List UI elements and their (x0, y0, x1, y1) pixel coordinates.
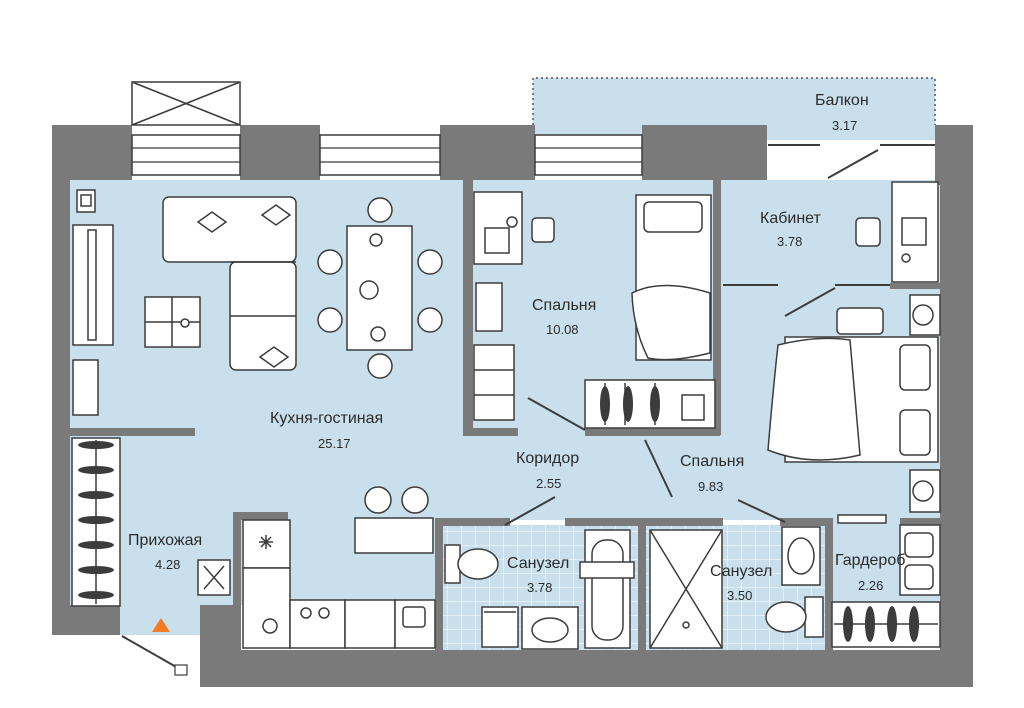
bedroom2-name: Спальня (680, 453, 745, 470)
outer-wall-bottom (210, 650, 973, 687)
wall-bath2-top (780, 518, 830, 526)
kitchen-icon (242, 519, 436, 649)
bedroom1-name: Спальня (532, 297, 597, 314)
radiator-icon (197, 559, 231, 596)
balcony-doors (723, 144, 935, 317)
office-name: Кабинет (760, 210, 821, 227)
wall-bedroom-office (713, 180, 721, 435)
bath2-name: Санузел (710, 563, 773, 580)
sink2-icon (781, 526, 821, 586)
sofa-icon (162, 196, 297, 371)
balcony-name: Балкон (815, 92, 869, 109)
window-bath-niche (837, 514, 887, 524)
tv-unit-icon (72, 189, 114, 416)
wall-bath1-top-a (435, 518, 510, 526)
entry-arrow-icon (152, 618, 170, 632)
wall-kitchen-left (233, 512, 241, 652)
wall-bedroom-bottom (463, 428, 518, 436)
office-desk-icon (855, 181, 939, 283)
entry-jamb (200, 605, 235, 687)
wall-living-bedroom (463, 180, 473, 435)
chair-icon (317, 197, 443, 514)
walls (52, 125, 973, 687)
corridor-name: Коридор (516, 450, 580, 467)
wall-bath2-right (825, 518, 833, 653)
balcony-area: 3.17 (832, 118, 858, 133)
bed2-icon (767, 294, 941, 513)
toilet-icon (444, 544, 499, 584)
wall-office-bottom-r (890, 283, 942, 289)
coffee-table-icon (144, 296, 201, 348)
bath1-name: Санузел (507, 555, 570, 572)
wall-kitchen-top (233, 512, 288, 520)
wall-bath-divider (638, 518, 646, 653)
outer-wall-right (940, 125, 973, 687)
outer-wall-top-3 (440, 125, 535, 180)
door-stub (174, 664, 188, 676)
wall-hall-top (70, 428, 195, 436)
wardrobe-name: Гардероб (835, 552, 906, 569)
outer-wall-left (52, 125, 70, 635)
sink-icon (521, 606, 579, 650)
outer-wall-top-4 (642, 125, 767, 180)
outer-wall-top-1 (52, 125, 132, 180)
bar-counter-icon (354, 517, 434, 554)
wall-closet-bottom (585, 428, 720, 436)
desk-icon (473, 191, 555, 332)
washing-machine-icon (481, 606, 519, 648)
vent-shaft (131, 81, 241, 126)
wall-wardrobe-top (900, 518, 942, 526)
window-bedroom1 (534, 134, 643, 176)
bath1-area: 3.78 (527, 580, 553, 595)
dining-table-icon (346, 225, 413, 351)
wardrobe-area: 2.26 (858, 578, 884, 593)
window-living-2 (319, 134, 441, 176)
toilet2-icon (765, 596, 824, 638)
windows (131, 134, 887, 524)
corridor-area: 2.55 (536, 476, 562, 491)
hanger-icon (78, 386, 919, 642)
bedroom1-area: 10.08 (546, 322, 579, 337)
living-name: Кухня-гостиная (270, 410, 384, 427)
shelf-icon (473, 344, 515, 421)
shower-icon (649, 529, 723, 649)
office-area: 3.78 (777, 234, 803, 249)
outer-wall-bottom-left (52, 605, 120, 635)
bathtub-icon (579, 529, 635, 649)
outer-wall-top-2 (240, 125, 320, 180)
wall-bath1-left (435, 518, 443, 653)
hall-name: Прихожая (128, 532, 203, 549)
living-area: 25.17 (318, 436, 351, 451)
bedroom2-area: 9.83 (698, 479, 724, 494)
bed-icon (631, 194, 712, 361)
window-living-1 (131, 134, 241, 176)
hall-area: 4.28 (155, 557, 181, 572)
bath2-area: 3.50 (727, 588, 753, 603)
